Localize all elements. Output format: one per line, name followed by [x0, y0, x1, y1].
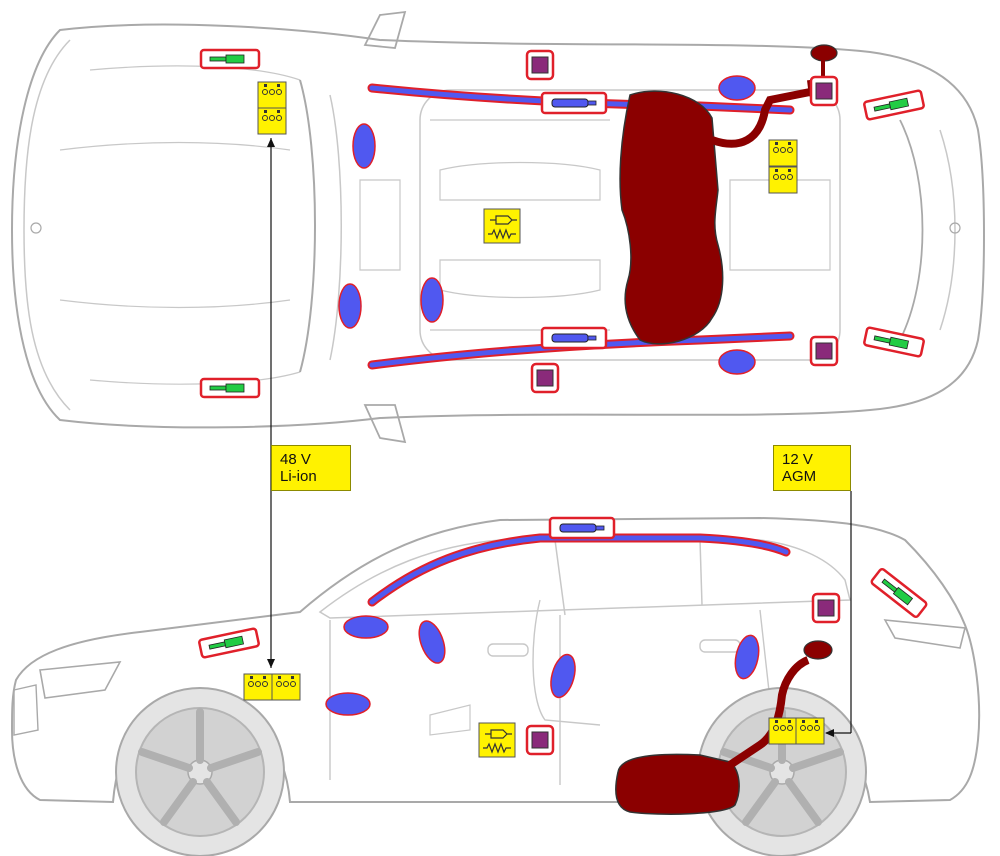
- pedestrian-sensor-icon: [199, 377, 261, 399]
- pedestrian-sensor-icon: [862, 88, 926, 122]
- fuel-tank-top: [619, 90, 724, 345]
- battery-icon-48v-side: [243, 673, 301, 701]
- airbag-front-passenger: [420, 277, 444, 323]
- airbag-driver-side: [343, 615, 389, 639]
- front-wheel: [115, 687, 285, 856]
- pedestrian-sensor-icon: [862, 325, 926, 359]
- battery-48v-voltage: 48 V: [280, 451, 311, 468]
- airbag-side-rear-right: [718, 349, 756, 375]
- top-view-body-outline: [10, 23, 985, 429]
- curtain-airbag-side: [367, 533, 791, 607]
- sensor-icon: [525, 724, 555, 756]
- seatbelt-tensioner-icon: [478, 722, 516, 758]
- airbag-knee-front-left: [352, 123, 376, 169]
- curtain-inflator-icon: [540, 91, 608, 115]
- airbag-rear-side: [734, 634, 760, 680]
- battery-12v-label: 12 V AGM: [773, 445, 851, 491]
- sensor-icon: [809, 335, 839, 367]
- pedestrian-sensor-icon: [199, 48, 261, 70]
- battery-icon-12v-side: [768, 717, 825, 745]
- sensor-icon: [525, 49, 555, 81]
- curtain-inflator-icon: [540, 326, 608, 350]
- battery-icon-48v-top: [257, 81, 287, 135]
- battery-48v-type: Li-ion: [280, 468, 317, 485]
- fuel-tank-side: [615, 753, 740, 815]
- fuel-filler-top: [810, 44, 838, 62]
- sensor-icon: [530, 362, 560, 394]
- sensor-icon: [811, 592, 841, 624]
- top-view: [10, 10, 985, 444]
- battery-leader-lines: [267, 138, 852, 737]
- battery-icon-12v-top: [768, 139, 798, 194]
- battery-48v-label: 48 V Li-ion: [271, 445, 351, 491]
- curtain-inflator-icon: [548, 516, 616, 540]
- fuel-filler-side: [803, 640, 833, 660]
- sensor-icon: [809, 75, 839, 107]
- airbag-knee-front-right: [338, 283, 362, 329]
- pedestrian-sensor-icon: [197, 626, 261, 660]
- pedestrian-sensor-icon: [869, 566, 929, 620]
- seatbelt-tensioner-icon: [483, 208, 521, 244]
- airbag-seat-side: [550, 653, 576, 699]
- battery-12v-type: AGM: [782, 468, 817, 485]
- airbag-side-rear-left: [718, 75, 756, 101]
- airbag-front-seat-side: [418, 620, 446, 664]
- side-view: [10, 516, 981, 856]
- airbag-knee-side: [325, 692, 371, 716]
- battery-12v-voltage: 12 V: [782, 451, 813, 468]
